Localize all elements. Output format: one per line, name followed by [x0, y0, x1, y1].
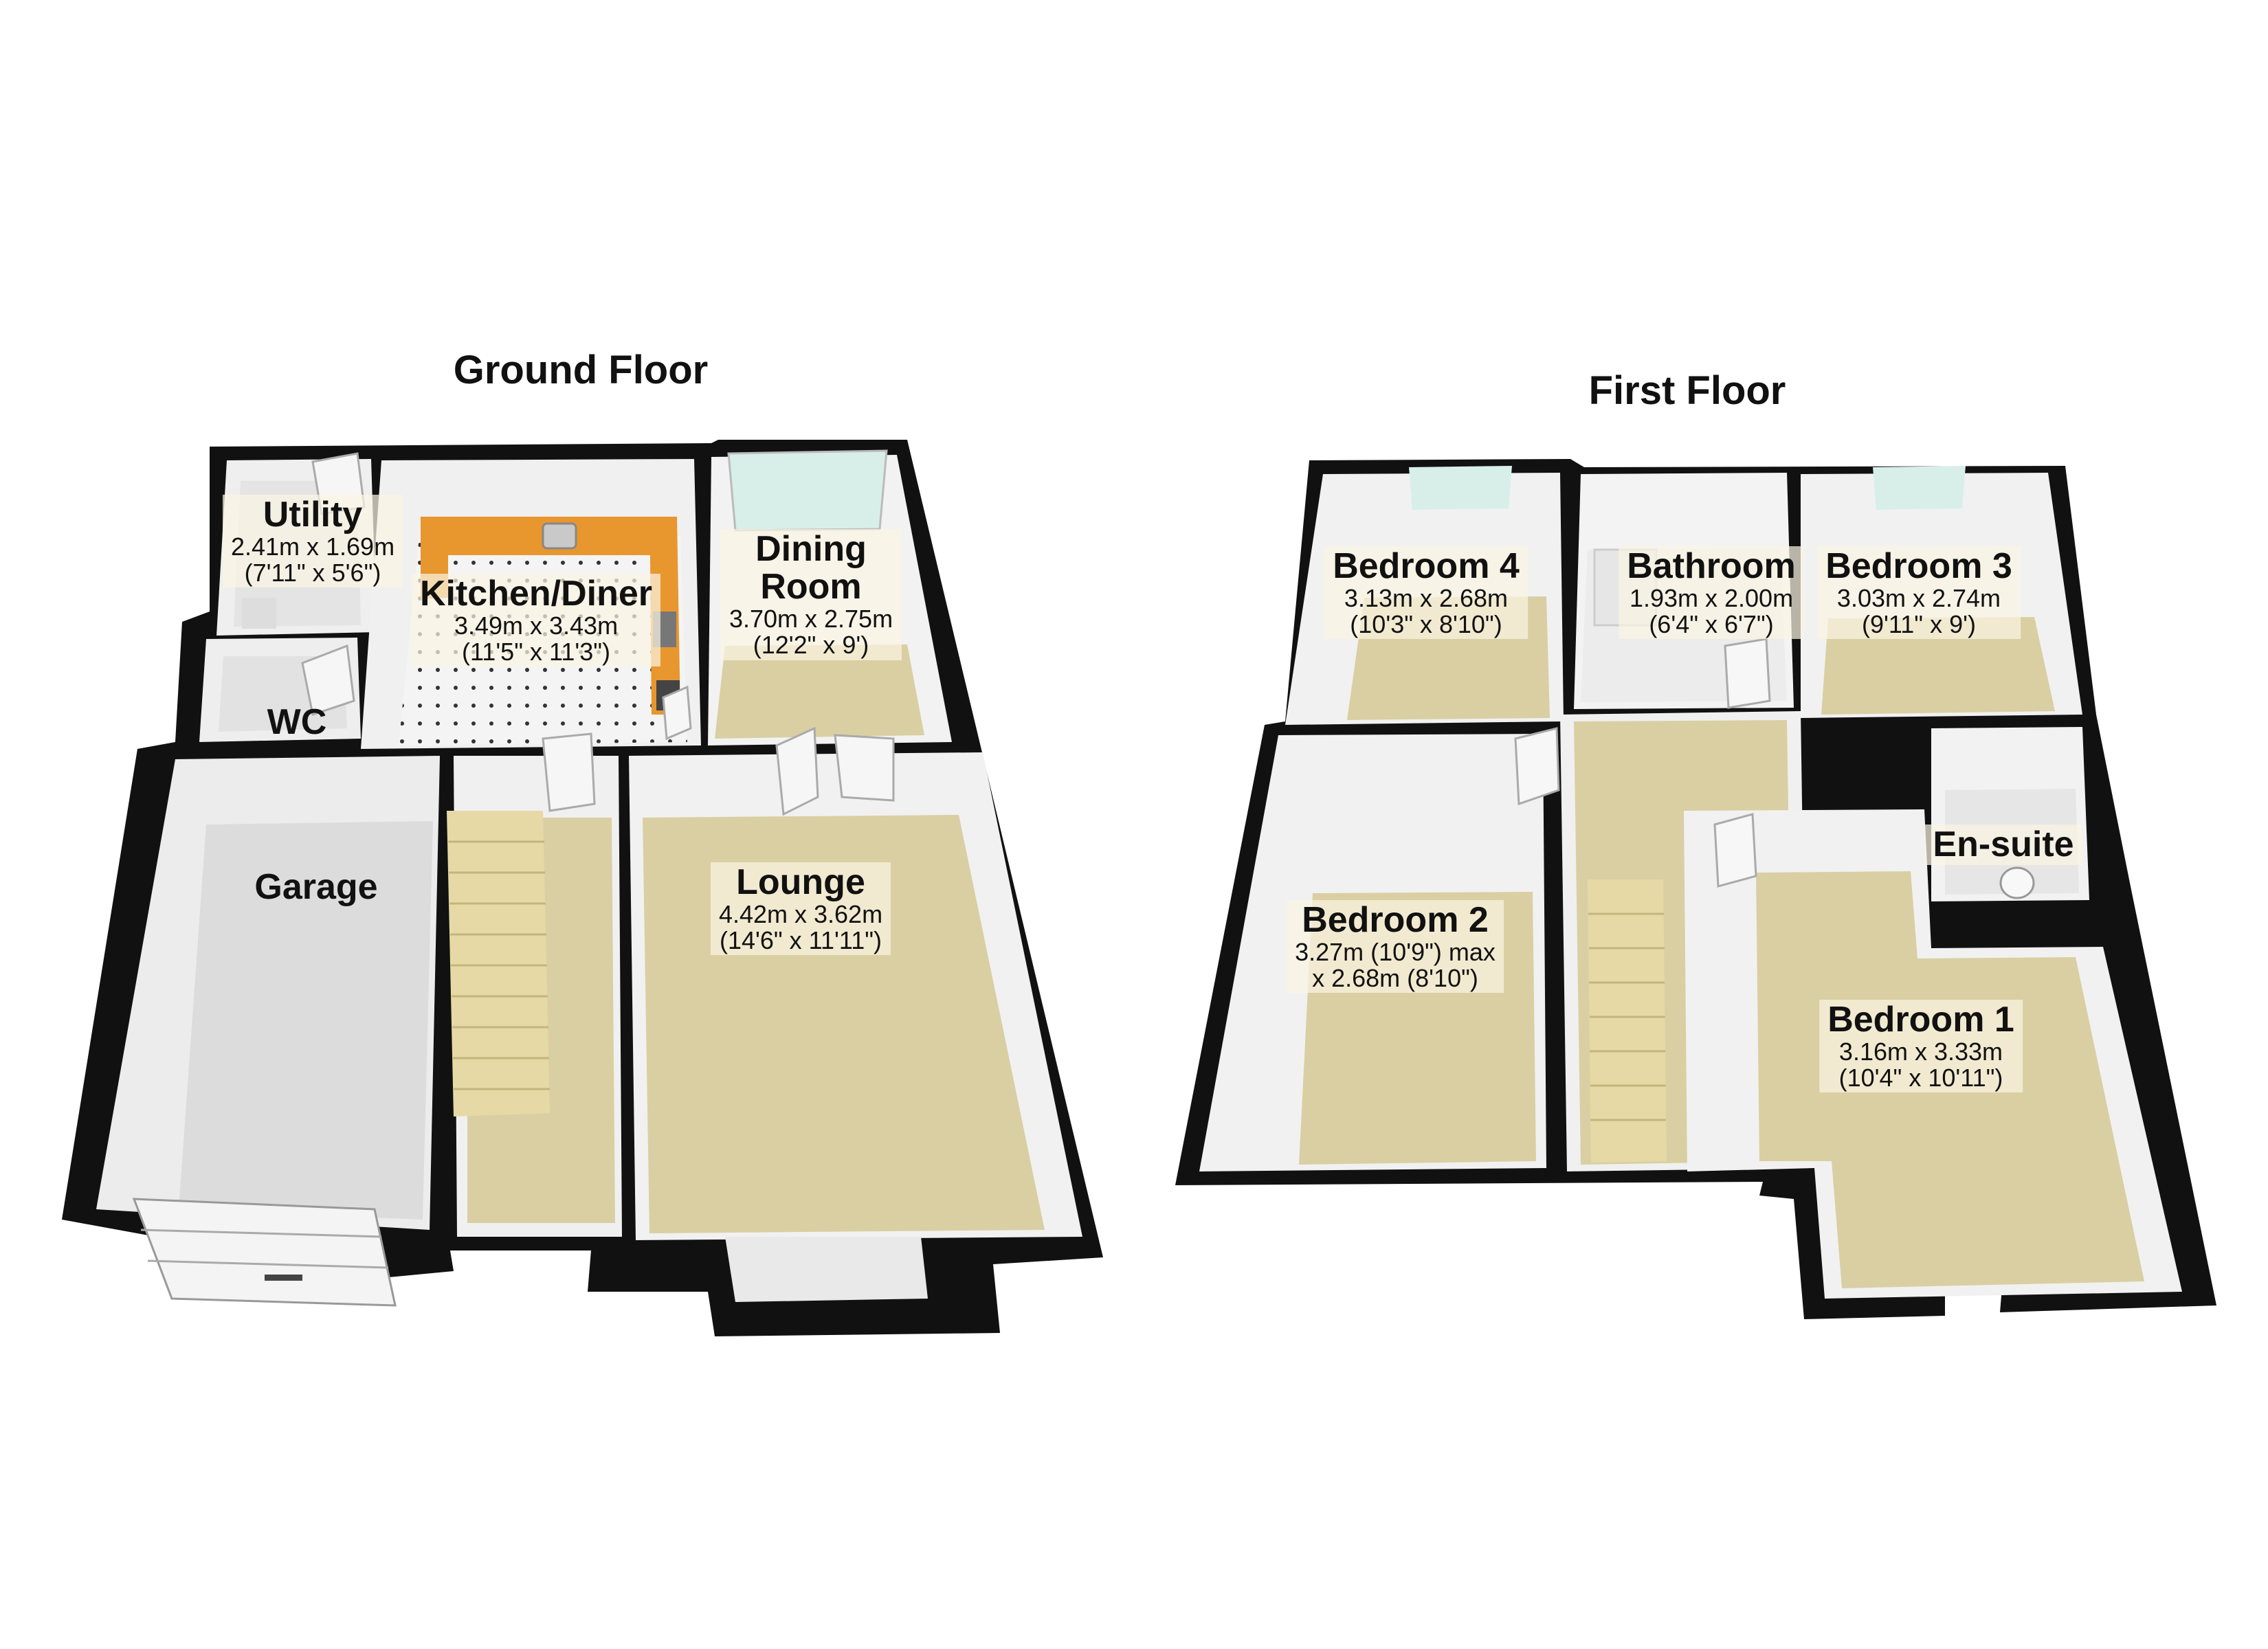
room-name: Garage: [254, 867, 378, 907]
room-label-en-suite: En-suite: [1924, 824, 2082, 866]
room-label-wc: WC: [259, 702, 335, 743]
room-dimensions-metric: 3.27m (10'9") max: [1295, 938, 1496, 967]
room-dimensions-imperial: (6'4" x 6'7"): [1649, 610, 1774, 639]
room-dimensions-imperial: (10'4" x 10'11"): [1838, 1064, 2003, 1092]
window-icon: [727, 449, 888, 532]
room-dimensions-metric: 3.03m x 2.74m: [1836, 584, 2001, 613]
room-name: Utility: [263, 495, 363, 535]
room-dimensions-metric: 2.41m x 1.69m: [230, 532, 395, 561]
room-name: Bedroom 3: [1825, 546, 2012, 586]
window-icon: [1409, 466, 1512, 510]
room-label-lounge: Lounge 4.42m x 3.62m (14'6" x 11'11"): [710, 862, 891, 956]
staircase-icon: [1588, 879, 1667, 1163]
first-floor-title: First Floor: [1588, 368, 1786, 413]
toilet-icon: [1999, 866, 2035, 899]
room-name: Bedroom 4: [1333, 546, 1520, 586]
hallway-fill: [447, 756, 622, 1237]
door-icon: [542, 732, 596, 812]
room-dimensions-metric: 3.13m x 2.68m: [1344, 584, 1509, 613]
room-dimensions-metric: 3.49m x 3.43m: [454, 612, 619, 640]
room-dimensions-metric: 3.16m x 3.33m: [1838, 1037, 2003, 1066]
door-icon: [301, 644, 355, 716]
room-dimensions-imperial: x 2.68m (8'10"): [1312, 964, 1478, 993]
room-name: Bedroom 1: [1827, 1000, 2014, 1040]
room-label-bathroom: Bathroom 1.93m x 2.00m (6'4" x 6'7"): [1619, 546, 1804, 640]
room-dimensions-imperial: (14'6" x 11'11"): [719, 926, 882, 955]
window-icon: [1873, 466, 1966, 510]
door-icon: [1514, 727, 1560, 806]
room-label-utility: Utility 2.41m x 1.69m (7'11" x 5'6"): [222, 495, 403, 588]
garage-door-icon: [132, 1198, 397, 1307]
room-name: Bedroom 2: [1302, 900, 1489, 940]
room-garage-fill: [96, 756, 440, 1307]
door-icon: [775, 726, 819, 816]
room-dimensions-imperial: (12'2" x 9'): [753, 631, 869, 660]
door-icon: [834, 734, 895, 802]
room-name: Kitchen/Diner: [419, 574, 653, 614]
room-dimensions-metric: 1.93m x 2.00m: [1629, 584, 1794, 613]
room-name: Bathroom: [1627, 546, 1796, 586]
room-lounge-fill: [629, 752, 1082, 1302]
room-dimensions-imperial: (7'11" x 5'6"): [244, 559, 381, 587]
room-name: WC: [267, 702, 327, 742]
door-icon: [1724, 638, 1771, 709]
room-label-bedroom-3: Bedroom 3 3.03m x 2.74m (9'11" x 9'): [1817, 546, 2021, 640]
room-label-bedroom-1: Bedroom 1 3.16m x 3.33m (10'4" x 10'11"): [1819, 1000, 2023, 1093]
sink-icon: [542, 522, 577, 550]
room-label-bedroom-4: Bedroom 4 3.13m x 2.68m (10'3" x 8'10"): [1324, 546, 1528, 640]
room-label-dining-room: Dining Room 3.70m x 2.75m (12'2" x 9'): [720, 529, 902, 660]
ground-floor-title: Ground Floor: [453, 348, 709, 392]
door-icon: [1713, 813, 1757, 888]
room-ensuite-fill: [1931, 727, 2089, 901]
room-dimensions-imperial: (10'3" x 8'10"): [1350, 610, 1502, 639]
room-dimensions-metric: 3.70m x 2.75m: [729, 605, 893, 633]
room-dimensions-imperial: (11'5" x 11'3"): [461, 638, 611, 666]
room-label-garage: Garage: [246, 867, 386, 908]
kitchen-worktop: [421, 517, 680, 715]
room-label-kitchen-diner: Kitchen/Diner 3.49m x 3.43m (11'5" x 11'…: [411, 574, 661, 667]
room-dimensions-imperial: (9'11" x 9'): [1862, 610, 1976, 639]
room-name: Dining Room: [755, 529, 867, 607]
room-label-bedroom-2: Bedroom 2 3.27m (10'9") max x 2.68m (8'1…: [1287, 900, 1504, 994]
first-floor-plan: [1175, 459, 2216, 1319]
room-dimensions-metric: 4.42m x 3.62m: [718, 900, 883, 929]
room-name: En-suite: [1933, 824, 2074, 864]
door-icon: [662, 685, 692, 741]
room-name: Lounge: [736, 862, 865, 902]
staircase-icon: [447, 811, 550, 1117]
